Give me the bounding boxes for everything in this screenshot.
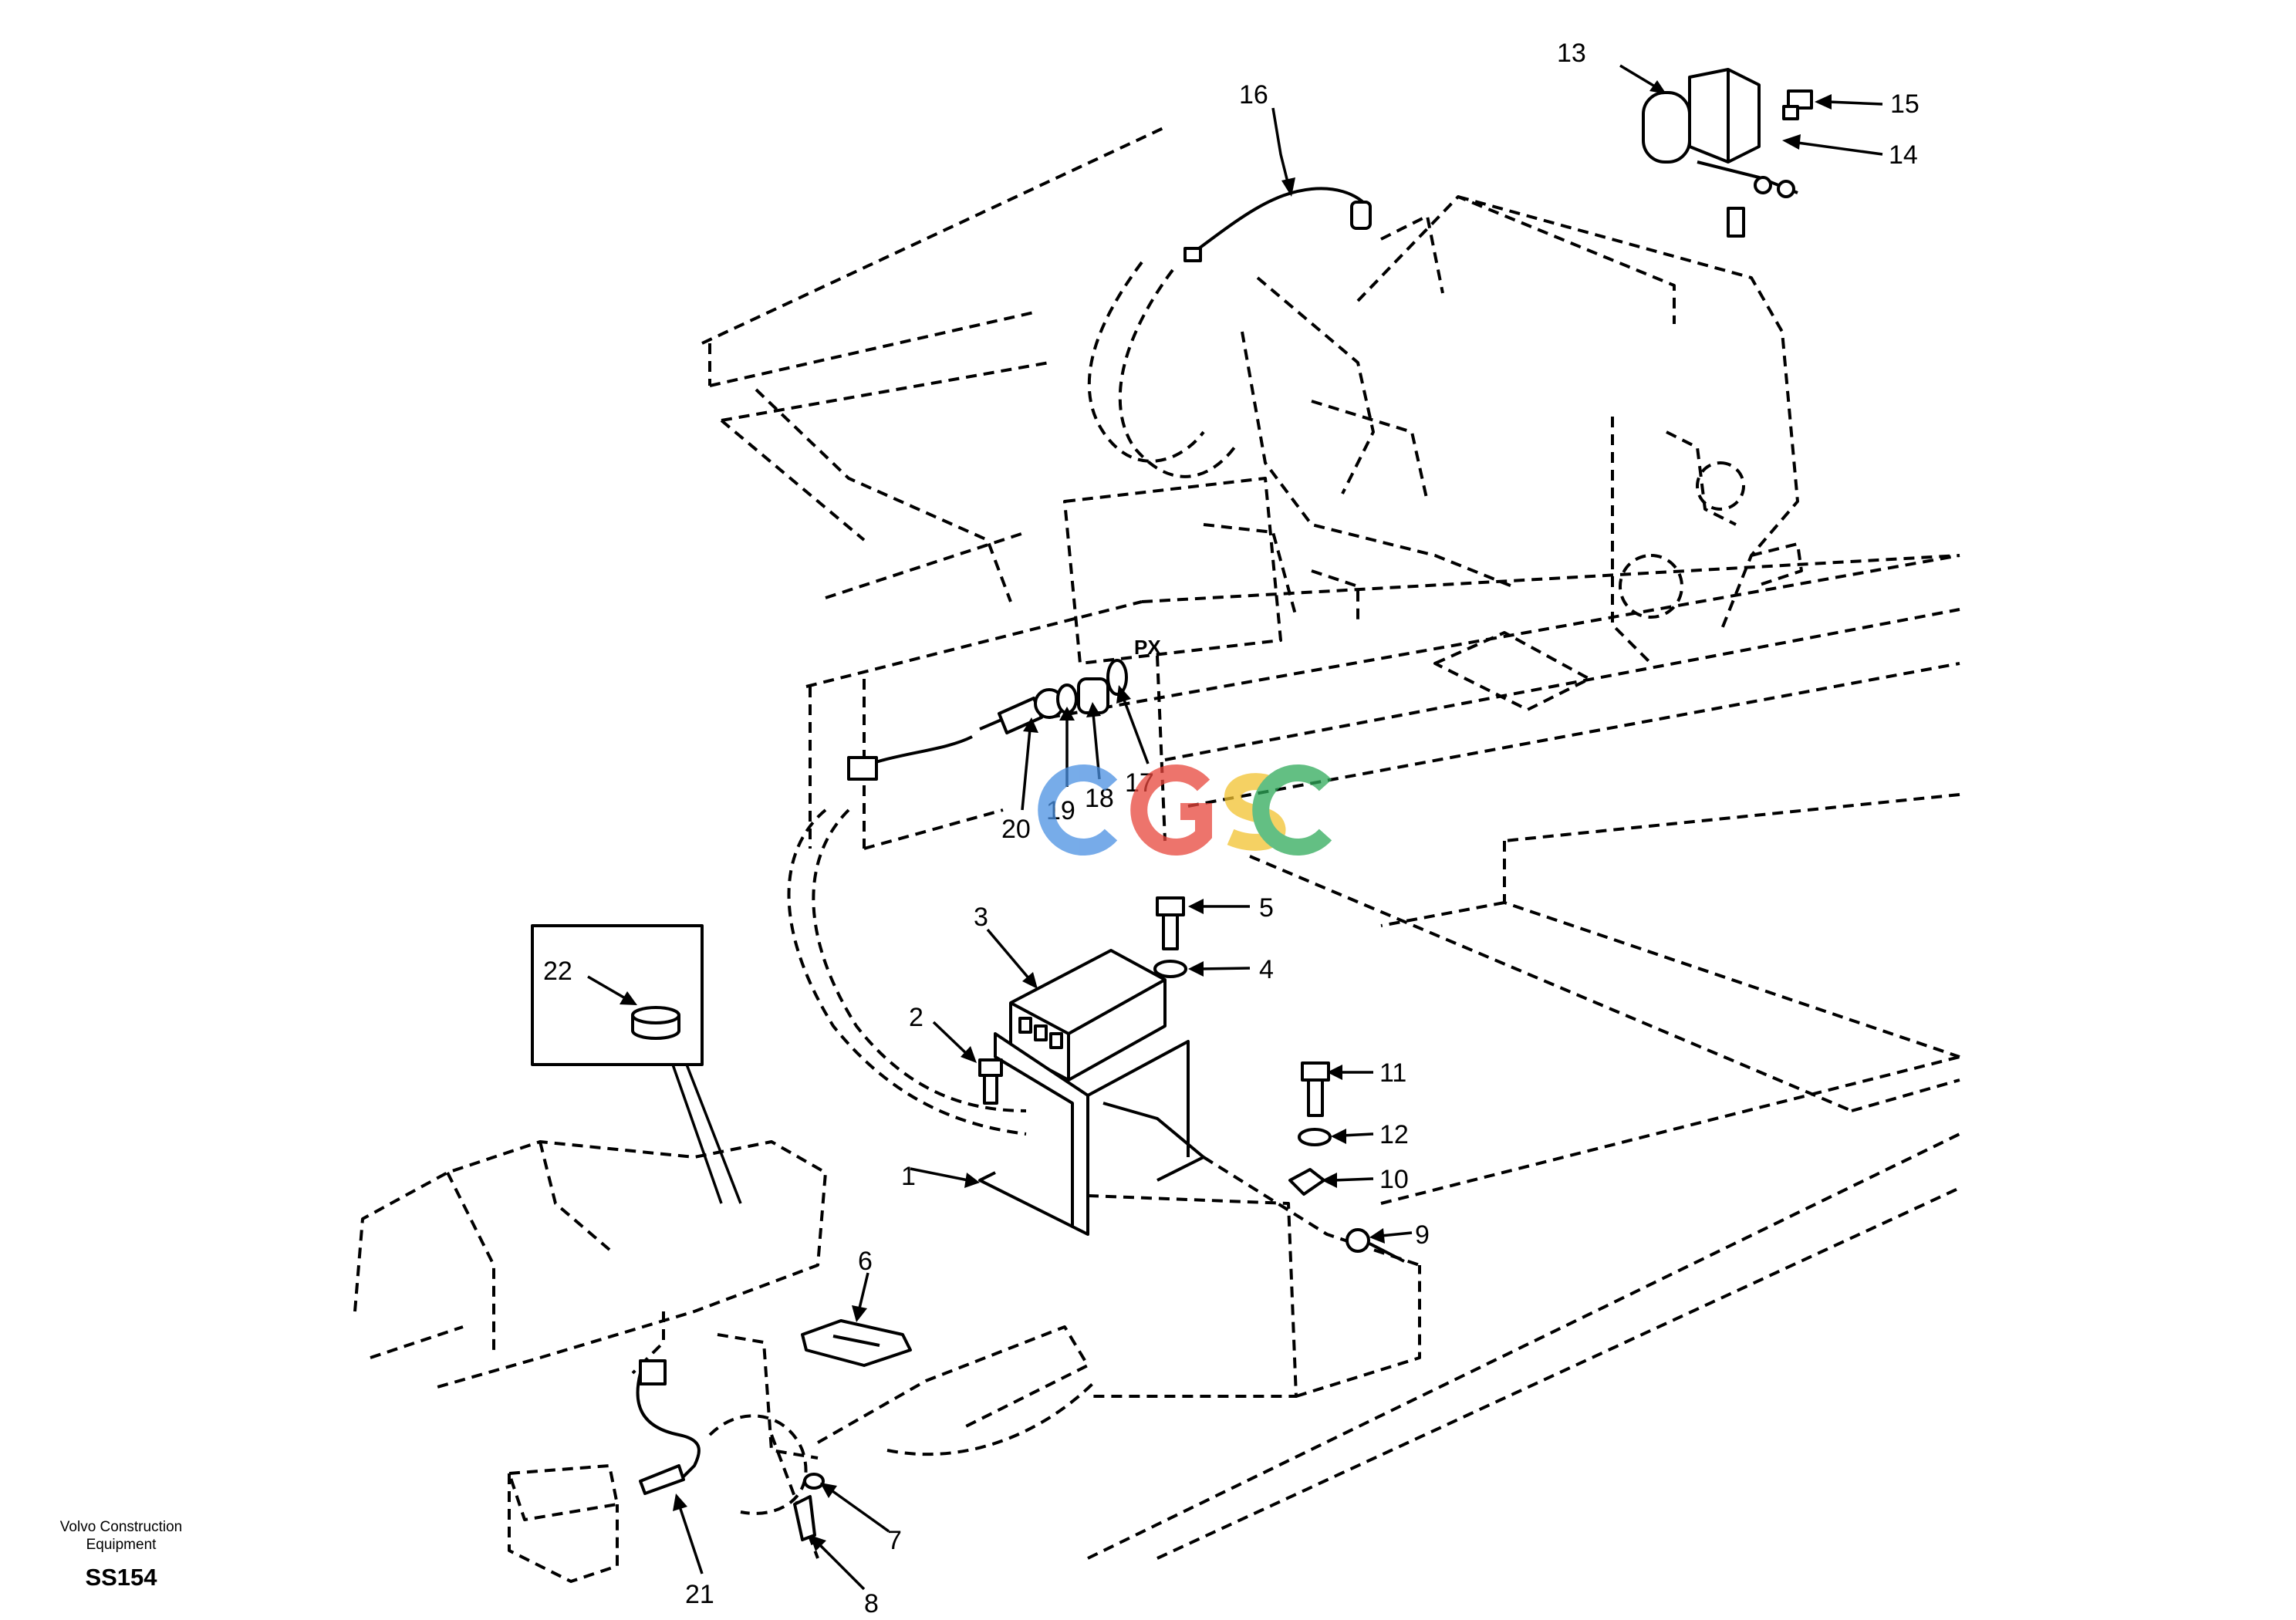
callout-12: 12 <box>1379 1120 1409 1149</box>
callout-10: 10 <box>1379 1165 1409 1194</box>
callout-7: 7 <box>887 1526 902 1555</box>
part-2-bolt <box>978 1058 1003 1105</box>
part-6-switch-panel <box>801 1319 912 1367</box>
watermark-c1 <box>1038 764 1118 856</box>
footer-block: Volvo Construction Equipment SS154 <box>60 1519 182 1591</box>
part-12-washer <box>1298 1128 1332 1146</box>
callout-8: 8 <box>864 1589 879 1618</box>
callout-11: 11 <box>1379 1058 1406 1088</box>
part-21-sensor <box>636 1359 701 1495</box>
part-3-control-box <box>1009 949 1167 1082</box>
frame-outlines <box>353 126 1960 1583</box>
part-10-clamp <box>1288 1168 1325 1196</box>
px-label: PX <box>1134 636 1161 659</box>
callout-21: 21 <box>685 1580 714 1609</box>
callout-16: 16 <box>1239 80 1268 110</box>
callout-20: 20 <box>1001 815 1031 844</box>
callout-9: 9 <box>1415 1220 1430 1250</box>
part-4-washer <box>1153 960 1187 978</box>
footer-code: SS154 <box>85 1564 157 1591</box>
part-20-sensor <box>847 688 1065 781</box>
footer-company-line2: Equipment <box>86 1537 157 1553</box>
callout-6: 6 <box>858 1247 873 1276</box>
watermark-logo <box>1038 764 1332 856</box>
callout-18: 18 <box>1085 784 1114 813</box>
px-port-label: PX <box>1134 636 1161 659</box>
callout-3: 3 <box>974 903 988 932</box>
watermark-c2 <box>1252 764 1332 856</box>
part-16-cable <box>1183 187 1372 262</box>
callout-numbers: 1 2 3 4 5 6 7 8 9 10 11 12 13 14 15 16 1… <box>543 39 1920 1618</box>
leader-lines <box>587 64 1883 1591</box>
callout-4: 4 <box>1259 955 1274 984</box>
part-7-nut <box>803 1473 825 1490</box>
callout-2: 2 <box>909 1003 923 1032</box>
footer-company-line1: Volvo Construction <box>60 1519 182 1535</box>
callout-22: 22 <box>543 957 572 986</box>
part-5-bolt <box>1156 896 1185 950</box>
part-11-bolt <box>1301 1061 1330 1117</box>
part-1-bracket <box>978 1032 1205 1236</box>
callout-1: 1 <box>901 1162 916 1191</box>
callout-5: 5 <box>1259 893 1274 923</box>
part-9-switch <box>1346 1228 1405 1263</box>
part-13-motor <box>1642 68 1798 238</box>
callout-14: 14 <box>1889 140 1918 170</box>
part-8-bolt <box>793 1495 816 1541</box>
detail-inset-box <box>531 924 742 1204</box>
part-17-o-ring <box>1106 659 1128 696</box>
callout-15: 15 <box>1890 89 1920 119</box>
part-15-bolt <box>1782 89 1813 120</box>
callout-13: 13 <box>1557 39 1586 68</box>
watermark-g <box>1130 764 1212 856</box>
components: PX <box>531 68 1813 1541</box>
